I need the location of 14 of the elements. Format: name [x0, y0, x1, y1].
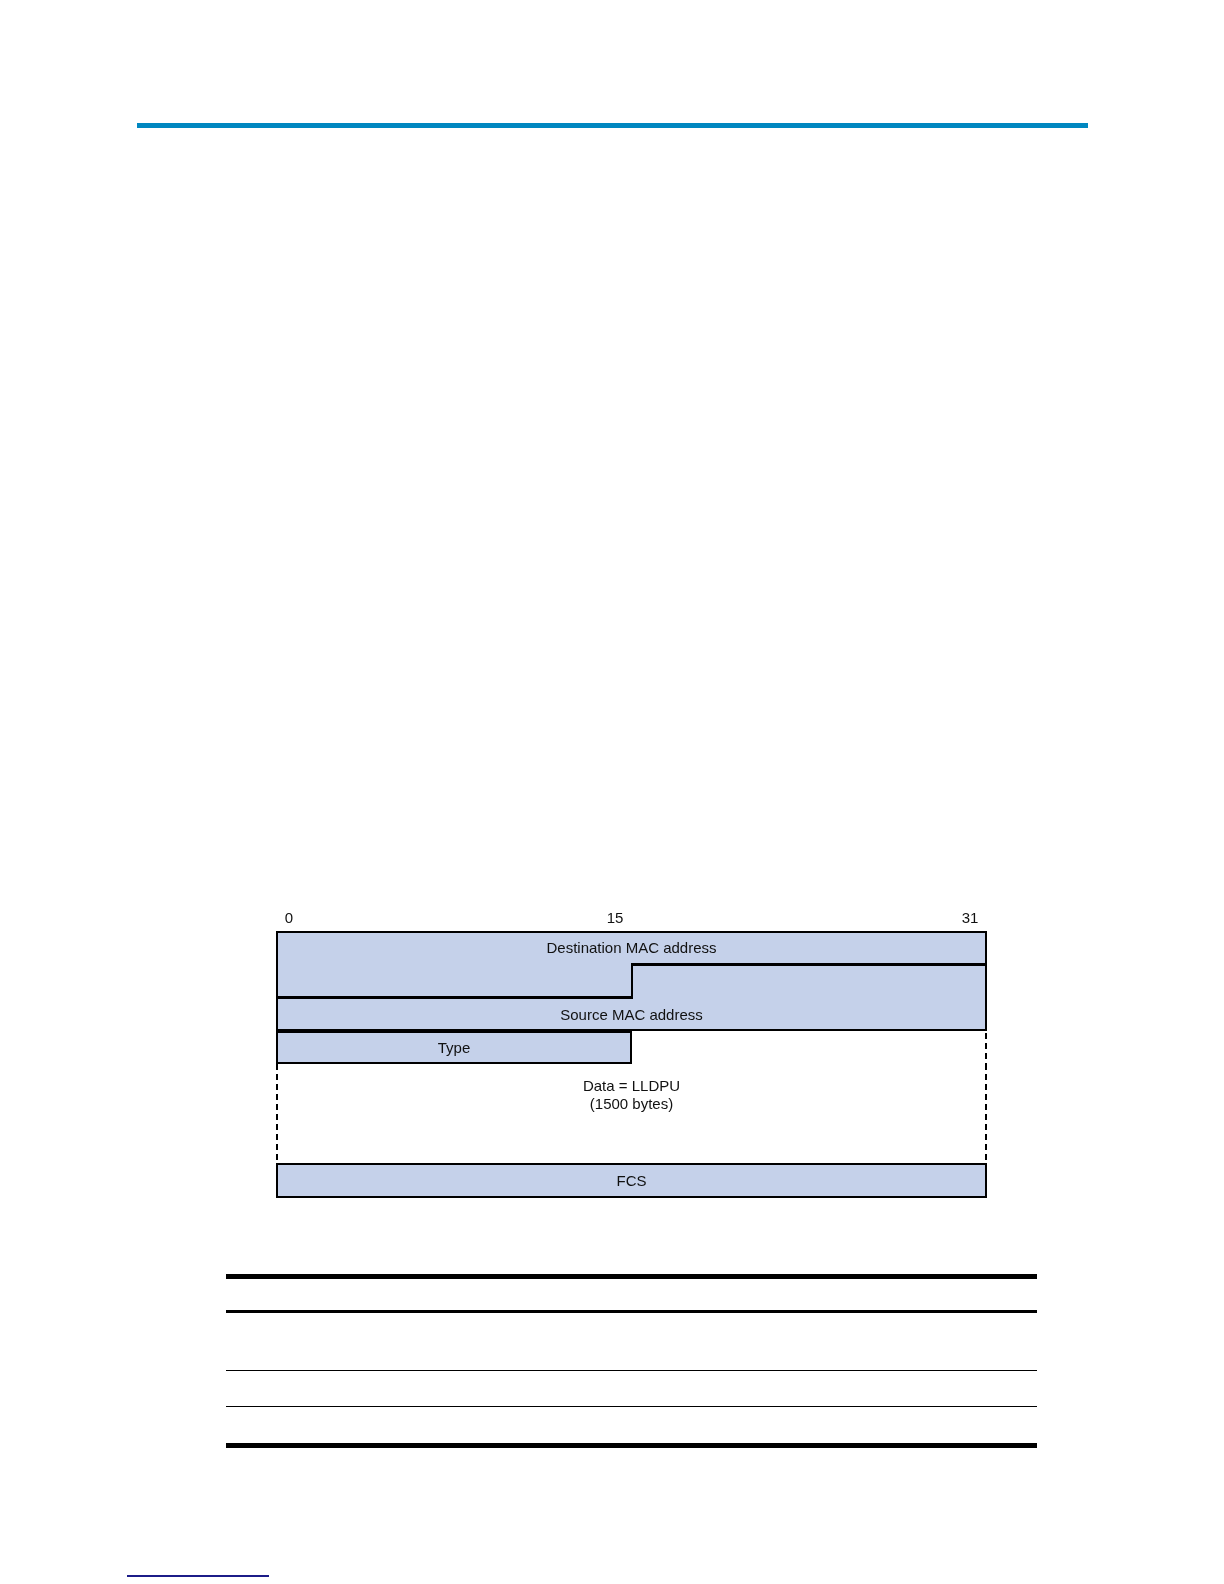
- frame-field: [276, 1031, 632, 1064]
- field-label: FCS: [616, 1171, 647, 1190]
- frame-field: [276, 964, 987, 1031]
- field-label: (1500 bytes): [589, 1095, 674, 1113]
- frame-field: [276, 1163, 987, 1198]
- field-label: Source MAC address: [560, 1005, 703, 1024]
- bit-position-label: 15: [606, 909, 624, 927]
- payload-area: [276, 1064, 987, 1163]
- field-label: Data = LLDPU: [582, 1077, 681, 1095]
- frame-field: [276, 931, 987, 998]
- field-label: Destination MAC address: [546, 938, 717, 957]
- bit-position-label: 31: [961, 909, 979, 927]
- field-label: Type: [437, 1038, 471, 1057]
- bit-position-label: 0: [284, 909, 294, 927]
